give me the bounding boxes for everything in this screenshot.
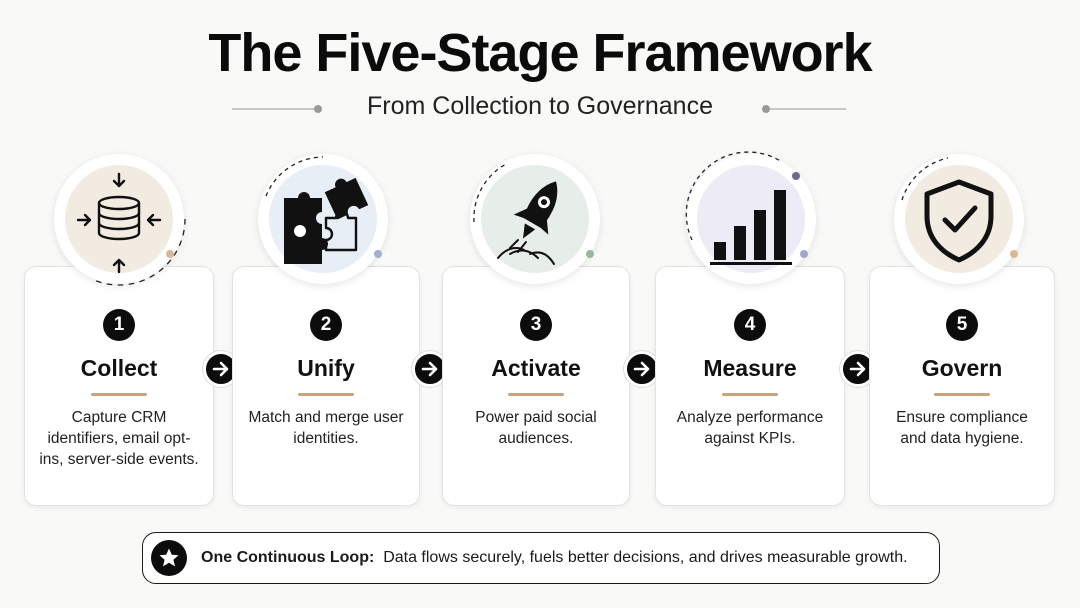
stage-number: 2 [310,309,342,341]
stage-badge-unify [258,154,388,284]
dashed-ring [685,151,808,258]
page-subtitle: From Collection to Governance [367,92,713,120]
bar-chart-icon [710,190,792,265]
flow-arrow-icon [624,351,660,387]
footer-label: One Continuous Loop: [201,549,375,566]
stage-number: 5 [946,309,978,341]
stage-badge-govern [894,154,1024,284]
stage-number: 1 [103,309,135,341]
subtitle-row: From Collection to Governance [0,92,1080,126]
stage-card-activate: 3 Activate Power paid social audiences. [442,266,630,506]
stage-name: Collect [80,355,158,381]
stage-card-collect: 1 Collect Capture CRM identifiers, email… [24,266,214,506]
stage-number: 4 [734,309,766,341]
dashed-ring [473,163,594,258]
footer-message: Data flows securely, fuels better decisi… [383,549,908,566]
stage-description: Ensure compliance and data hygiene. [896,409,1028,447]
dashed-ring [52,152,186,286]
stage-card-govern: 5 Govern Ensure compliance and data hygi… [869,266,1055,506]
rocket-icon [497,181,558,265]
footer-banner: One Continuous Loop: Data flows securely… [142,532,940,584]
stage-card-unify: 2 Unify Match and merge user identities. [232,266,420,506]
stage-underline [508,393,564,396]
stage-badge-collect [52,152,186,286]
page-title: The Five-Stage Framework [208,23,872,83]
stage-name: Measure [703,355,797,381]
stage-badge-measure [685,151,816,284]
shield-check-icon [924,179,994,263]
stage-name: Activate [491,355,581,381]
stage-name: Unify [297,355,355,381]
subtitle-divider-right [770,108,846,110]
dashed-ring [265,156,382,258]
stage-description: Power paid social audiences. [475,409,597,447]
stage-underline [934,393,990,396]
stage-badge-activate [470,154,600,284]
subtitle-divider-left [232,108,316,110]
stage-number: 3 [520,309,552,341]
footer-text: One Continuous Loop: Data flows securely… [201,549,908,567]
puzzle-icon [284,177,369,264]
stage-description: Match and merge user identities. [248,409,404,447]
stage-name: Govern [921,355,1003,381]
database-icon [76,172,162,274]
stage-underline [298,393,354,396]
stage-description: Capture CRM identifiers, email opt-ins, … [39,409,199,468]
star-icon [151,540,187,576]
stage-underline [91,393,147,396]
stage-card-measure: 4 Measure Analyze performance against KP… [655,266,845,506]
stage-underline [722,393,778,396]
subtitle-dot-left [314,105,322,113]
subtitle-dot-right [762,105,770,113]
stage-description: Analyze performance against KPIs. [676,409,824,447]
dashed-ring [901,157,1018,258]
